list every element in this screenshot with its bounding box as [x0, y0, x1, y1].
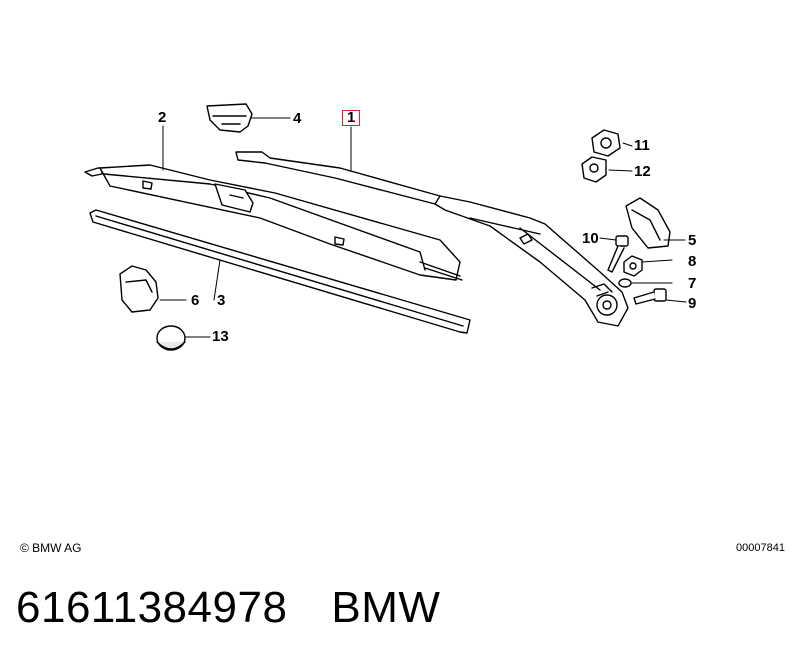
- bolt-part-9: [633, 288, 667, 305]
- part-number-footer: 61611384978 BMW: [16, 583, 440, 633]
- callout-1[interactable]: 1: [342, 110, 361, 126]
- cover-cap-part-5: [625, 197, 671, 249]
- callout-4[interactable]: 4: [293, 110, 302, 127]
- document-number: 00007841: [736, 542, 785, 554]
- callout-3[interactable]: 3: [217, 292, 226, 309]
- wiper-arm-part-1: [235, 151, 629, 327]
- callout-9[interactable]: 9: [688, 295, 697, 312]
- washer-part-7: [618, 278, 632, 288]
- callout-2[interactable]: 2: [158, 109, 167, 126]
- callout-6[interactable]: 6: [191, 292, 200, 309]
- end-cap-part-6: [119, 265, 159, 313]
- brand-name: BMW: [331, 583, 441, 632]
- nut-part-8: [623, 255, 643, 277]
- nut-part-12: [581, 156, 607, 183]
- screw-part-10: [607, 235, 629, 273]
- callout-7[interactable]: 7: [688, 275, 697, 292]
- callout-12[interactable]: 12: [634, 163, 651, 180]
- clip-part-4: [206, 103, 253, 133]
- nut-part-11: [591, 129, 621, 157]
- leader-lines: [159, 117, 687, 338]
- callout-10[interactable]: 10: [582, 230, 599, 247]
- part-number: 61611384978: [16, 583, 288, 632]
- exploded-parts-diagram: [84, 103, 687, 351]
- callout-5[interactable]: 5: [688, 232, 697, 249]
- copyright-notice: © BMW AG: [20, 541, 82, 555]
- rubber-blade-part-3: [89, 209, 471, 334]
- callout-8[interactable]: 8: [688, 253, 697, 270]
- wiper-blade-frame-part-2: [84, 164, 463, 281]
- callout-11[interactable]: 11: [634, 137, 650, 154]
- cap-part-13: [156, 325, 186, 351]
- callout-13[interactable]: 13: [212, 328, 229, 345]
